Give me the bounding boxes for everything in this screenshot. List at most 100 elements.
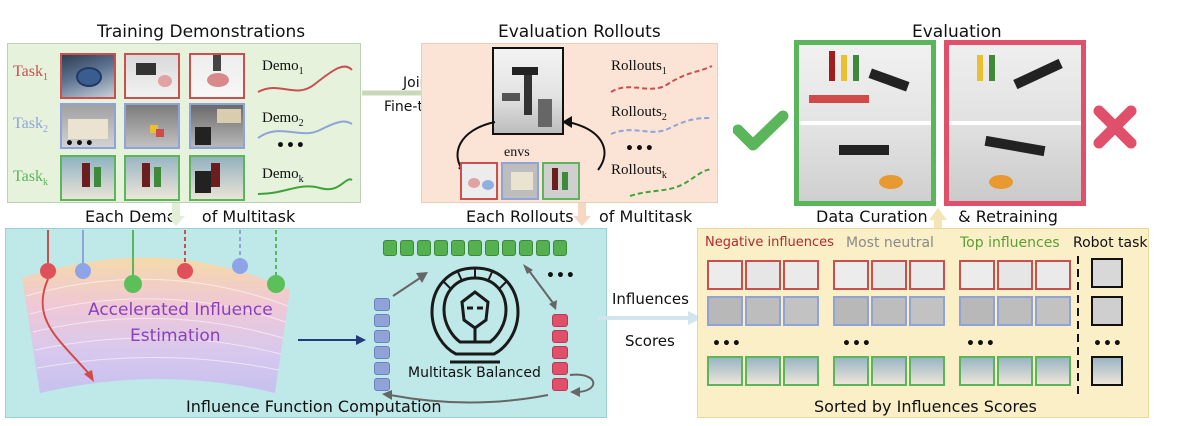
sorted-thumb bbox=[707, 296, 743, 326]
robot-task-thumb bbox=[1091, 356, 1123, 386]
training-title: Training Demonstrations bbox=[97, 22, 306, 42]
demo-curve-1 bbox=[257, 65, 353, 93]
robot-task-divider bbox=[1077, 256, 1079, 396]
envs-label: envs bbox=[504, 145, 530, 160]
demo-image-taskk-frame2 bbox=[124, 155, 180, 201]
val-square bbox=[374, 346, 390, 359]
most-neutral-label: Most neutral bbox=[846, 235, 934, 251]
green-square bbox=[485, 240, 499, 256]
robot-task-thumb bbox=[1091, 296, 1123, 326]
robot-rollout-image bbox=[492, 47, 564, 135]
evaluation-title: Evaluation bbox=[912, 22, 1002, 42]
sorted-thumb bbox=[909, 296, 945, 326]
sorted-thumb bbox=[959, 356, 995, 386]
green-square bbox=[519, 240, 533, 256]
demo-image-task1-frame2 bbox=[124, 53, 180, 99]
sorted-thumb bbox=[745, 296, 781, 326]
demo-image-task2-frame3 bbox=[189, 103, 245, 149]
balanced-label: Multitask Balanced bbox=[408, 365, 541, 381]
top-influences-label: Top influences bbox=[960, 235, 1060, 251]
sorted-thumb bbox=[871, 356, 907, 386]
val-square bbox=[374, 314, 390, 327]
demo-image-taskk-frame3 bbox=[189, 155, 245, 201]
sorted-thumb bbox=[707, 260, 743, 290]
cross-icon bbox=[1093, 105, 1137, 149]
robot-task-thumb bbox=[1091, 258, 1123, 288]
red-square bbox=[552, 378, 568, 391]
rollout-curve-1 bbox=[610, 65, 713, 93]
rollout-curve-2 bbox=[610, 117, 713, 135]
green-square bbox=[434, 240, 448, 256]
demo-label-1: Demo1 bbox=[262, 58, 304, 77]
sorted-thumb bbox=[783, 296, 819, 326]
training-ellipsis: ••• bbox=[65, 136, 95, 152]
sorted-ellipsis-4: ••• bbox=[1093, 336, 1123, 352]
green-square bbox=[468, 240, 482, 256]
env-image-1 bbox=[460, 162, 498, 200]
sorted-thumb bbox=[745, 260, 781, 290]
sorted-thumb bbox=[871, 260, 907, 290]
demo-curve-k bbox=[257, 178, 353, 195]
task-label-1: Task1 bbox=[13, 63, 48, 84]
training-bottom-label: Each Demo of Multitask bbox=[85, 207, 296, 226]
demo-image-task1-frame3 bbox=[189, 53, 245, 99]
rollout-ellipsis: ••• bbox=[625, 141, 655, 157]
sorted-thumb bbox=[1035, 260, 1071, 290]
demo-image-taskk-frame1 bbox=[60, 155, 116, 201]
sorted-thumb bbox=[783, 356, 819, 386]
sorted-footer: Sorted by Influences Scores bbox=[814, 397, 1037, 416]
demo-curve-2 bbox=[257, 120, 353, 139]
demo-ellipsis: ••• bbox=[276, 138, 306, 154]
val-square bbox=[374, 298, 390, 311]
sorted-thumb bbox=[997, 260, 1033, 290]
robot-task-label: Robot task bbox=[1073, 235, 1148, 251]
rollout-label-k: Rolloutsk bbox=[611, 162, 667, 181]
influence-ellipsis: ••• bbox=[546, 268, 576, 284]
red-square bbox=[552, 330, 568, 343]
sorted-thumb bbox=[997, 356, 1033, 386]
val-square bbox=[374, 362, 390, 375]
sorted-thumb bbox=[959, 296, 995, 326]
sorted-thumb bbox=[783, 260, 819, 290]
demo-image-task2-frame1 bbox=[60, 103, 116, 149]
green-square bbox=[502, 240, 516, 256]
demo-image-task1-frame1 bbox=[60, 53, 116, 99]
sorted-thumb bbox=[909, 356, 945, 386]
sorted-thumb bbox=[833, 260, 869, 290]
demo-label-2: Demo2 bbox=[262, 110, 304, 129]
influence-footer: Influence Function Computation bbox=[186, 397, 442, 416]
scores-label-2: Scores bbox=[625, 332, 675, 350]
rollouts-bottom-label: Each Rollouts of Multitask bbox=[466, 207, 693, 226]
sorted-thumb bbox=[909, 260, 945, 290]
sorted-thumb bbox=[997, 296, 1033, 326]
estimation-fan bbox=[22, 257, 290, 393]
sorted-thumb bbox=[959, 260, 995, 290]
env-image-3 bbox=[542, 162, 580, 200]
green-square bbox=[400, 240, 414, 256]
sorted-thumb bbox=[1035, 296, 1071, 326]
sorted-thumb bbox=[871, 296, 907, 326]
estimation-label-2: Estimation bbox=[130, 326, 221, 346]
task-label-k: Taskk bbox=[13, 168, 48, 189]
red-square bbox=[552, 362, 568, 375]
val-square bbox=[374, 378, 390, 391]
green-square bbox=[536, 240, 550, 256]
val-square bbox=[374, 330, 390, 343]
red-square bbox=[552, 346, 568, 359]
green-square bbox=[451, 240, 465, 256]
rollout-curve-k bbox=[629, 167, 713, 197]
sorted-ellipsis-2: ••• bbox=[842, 336, 872, 352]
evaluation-bottom-label: Data Curation & Retraining bbox=[816, 207, 1058, 226]
sorted-thumb bbox=[833, 296, 869, 326]
sorted-thumb bbox=[833, 356, 869, 386]
sorted-thumb bbox=[707, 356, 743, 386]
green-square bbox=[417, 240, 431, 256]
checkmark-icon bbox=[733, 110, 789, 151]
green-square bbox=[553, 240, 567, 256]
red-square bbox=[552, 314, 568, 327]
success-evaluation-image bbox=[794, 40, 936, 206]
env-image-2 bbox=[501, 162, 539, 200]
